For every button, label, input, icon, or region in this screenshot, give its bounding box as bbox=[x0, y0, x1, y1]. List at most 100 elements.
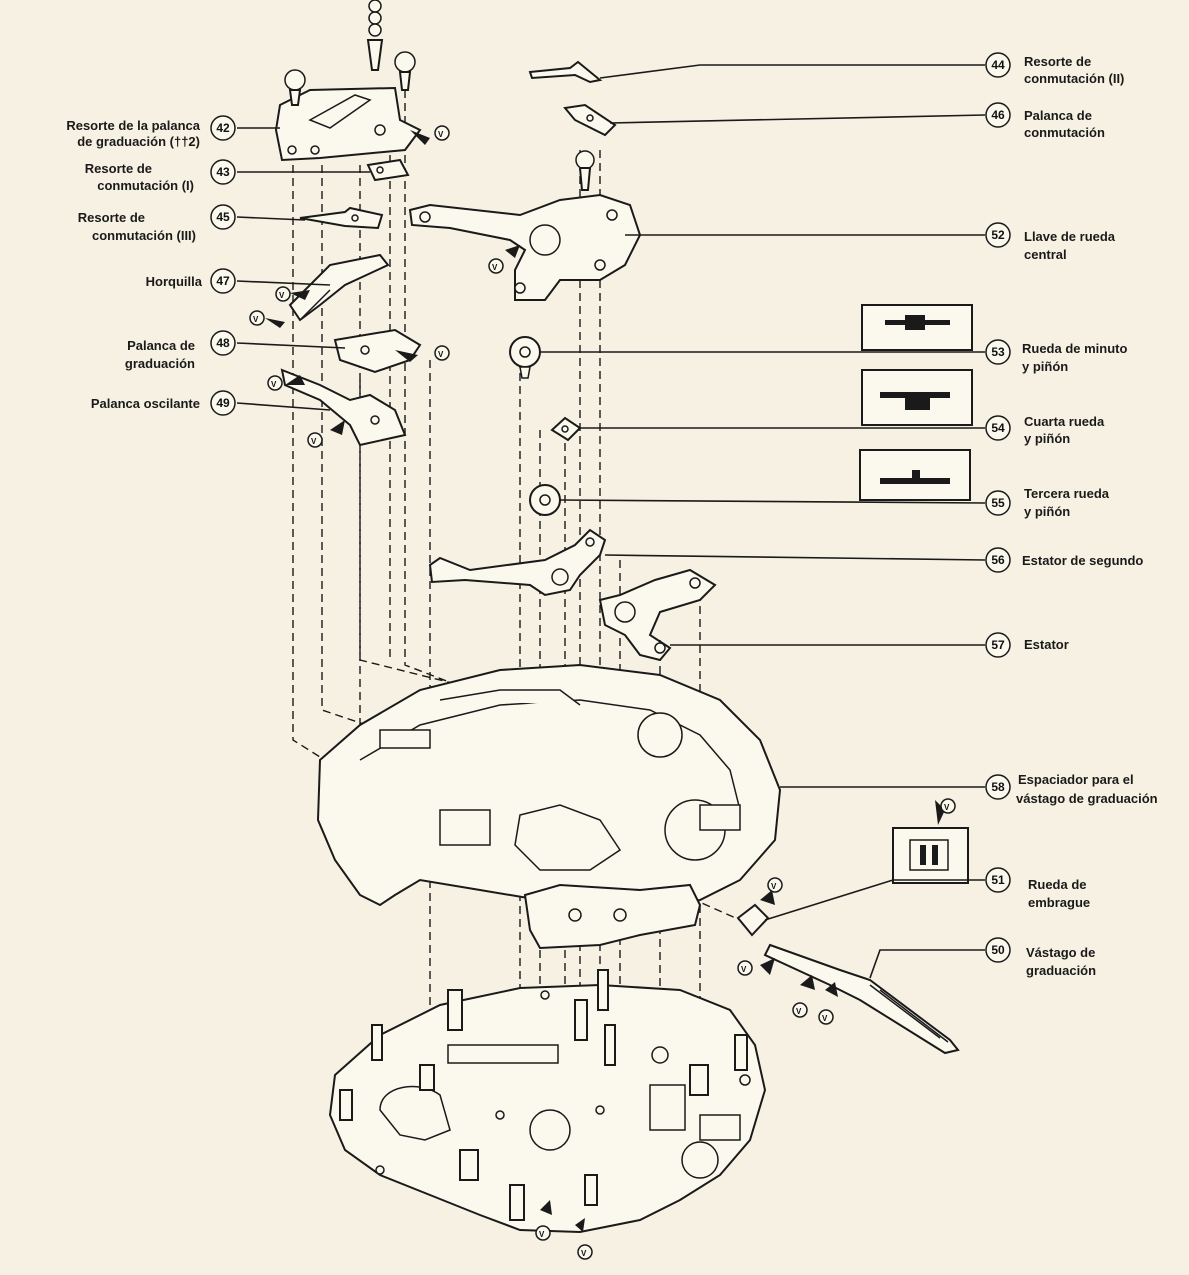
svg-text:V: V bbox=[944, 803, 950, 812]
svg-text:Resorte de: Resorte de bbox=[1024, 54, 1091, 69]
svg-text:54: 54 bbox=[991, 421, 1005, 435]
oscillating-lever-part bbox=[280, 368, 407, 447]
svg-text:56: 56 bbox=[991, 553, 1005, 567]
svg-text:55: 55 bbox=[991, 496, 1005, 510]
svg-text:V: V bbox=[253, 315, 259, 324]
oil-marker-icon: V bbox=[818, 982, 838, 1025]
oil-marker-icon: V bbox=[575, 1218, 593, 1260]
callout-51: 51 Rueda de embrague bbox=[985, 867, 1090, 910]
oil-marker-icon: V bbox=[760, 877, 783, 905]
svg-text:Vástago de: Vástago de bbox=[1026, 945, 1095, 960]
callout-48: 48 Palanca de graduación bbox=[125, 330, 236, 371]
svg-text:V: V bbox=[271, 380, 277, 389]
svg-text:y piñón: y piñón bbox=[1022, 359, 1068, 374]
svg-text:V: V bbox=[492, 263, 498, 272]
switch-spring-2-part bbox=[528, 60, 603, 84]
svg-text:V: V bbox=[539, 1230, 545, 1239]
oil-marker-icon: V bbox=[249, 310, 285, 328]
callout-50: 50 Vástago de graduación bbox=[985, 937, 1096, 978]
svg-text:Cuarta rueda: Cuarta rueda bbox=[1024, 414, 1105, 429]
svg-text:Resorte de: Resorte de bbox=[78, 210, 145, 225]
oil-marker-icon: V bbox=[267, 375, 305, 391]
callout-53: 53 Rueda de minuto y piñón bbox=[985, 339, 1128, 374]
svg-text:conmutación: conmutación bbox=[1024, 125, 1105, 140]
oil-marker-icon: V bbox=[395, 345, 450, 362]
callout-55: 55 Tercera rueda y piñón bbox=[985, 486, 1110, 519]
svg-text:graduación: graduación bbox=[1026, 963, 1096, 978]
svg-text:vástago de graduación: vástago de graduación bbox=[1016, 791, 1158, 806]
inset-third-wheel bbox=[859, 449, 971, 501]
svg-text:Llave de rueda: Llave de rueda bbox=[1024, 229, 1116, 244]
setting-stem-part bbox=[763, 943, 960, 1055]
svg-text:50: 50 bbox=[991, 943, 1005, 957]
svg-text:Tercera rueda: Tercera rueda bbox=[1024, 486, 1110, 501]
svg-text:Horquilla: Horquilla bbox=[146, 274, 203, 289]
setting-lever-part bbox=[333, 328, 422, 374]
inset-fourth-wheel bbox=[861, 369, 973, 426]
svg-text:Estator: Estator bbox=[1024, 637, 1069, 652]
svg-text:V: V bbox=[771, 882, 777, 891]
switch-spring-3-part bbox=[299, 206, 384, 230]
callout-47: 47 Horquilla bbox=[146, 268, 236, 294]
callout-56: 56 Estator de segundo bbox=[985, 547, 1143, 573]
oil-markers: V V V V V V V V V V V V V V bbox=[249, 125, 956, 1260]
clutch-wheel-part bbox=[736, 903, 770, 937]
callout-58: 58 Espaciador para el vástago de graduac… bbox=[985, 772, 1158, 806]
svg-text:embrague: embrague bbox=[1028, 895, 1090, 910]
switch-lever-part bbox=[563, 103, 617, 137]
svg-text:graduación: graduación bbox=[125, 356, 195, 371]
svg-text:central: central bbox=[1024, 247, 1067, 262]
inset-minute-wheel bbox=[861, 304, 973, 351]
oil-marker-icon: V bbox=[737, 958, 775, 976]
svg-text:57: 57 bbox=[991, 638, 1005, 652]
svg-text:49: 49 bbox=[216, 396, 230, 410]
svg-text:y piñón: y piñón bbox=[1024, 431, 1070, 446]
svg-text:V: V bbox=[438, 350, 444, 359]
svg-text:43: 43 bbox=[216, 165, 230, 179]
svg-text:Rueda de minuto: Rueda de minuto bbox=[1022, 341, 1128, 356]
callout-43: 43 Resorte de conmutación (I) bbox=[85, 159, 236, 193]
svg-text:Espaciador para el: Espaciador para el bbox=[1018, 772, 1134, 787]
third-wheel-part bbox=[529, 484, 561, 516]
center-wheel-bridge-part bbox=[408, 150, 642, 301]
svg-text:52: 52 bbox=[991, 228, 1005, 242]
svg-text:conmutación (III): conmutación (III) bbox=[92, 228, 196, 243]
callout-52: 52 Llave de rueda central bbox=[985, 222, 1116, 262]
svg-text:V: V bbox=[796, 1007, 802, 1016]
minute-wheel-part bbox=[509, 336, 541, 379]
svg-text:V: V bbox=[741, 965, 747, 974]
callout-57: 57 Estator bbox=[985, 632, 1069, 658]
callout-45: 45 Resorte de conmutación (III) bbox=[78, 204, 236, 243]
svg-text:conmutación (I): conmutación (I) bbox=[97, 178, 194, 193]
oil-marker-icon: V bbox=[410, 125, 450, 145]
svg-text:Estator de segundo: Estator de segundo bbox=[1022, 553, 1143, 568]
yoke-part bbox=[288, 253, 390, 322]
svg-text:46: 46 bbox=[991, 108, 1005, 122]
main-plate-part bbox=[328, 969, 767, 1234]
callout-49: 49 Palanca oscilante bbox=[91, 390, 236, 416]
stator-part bbox=[598, 568, 717, 662]
oil-marker-icon: V bbox=[488, 245, 520, 274]
main-spacer-part bbox=[316, 663, 782, 914]
svg-text:47: 47 bbox=[216, 274, 230, 288]
svg-text:42: 42 bbox=[216, 121, 230, 135]
callout-44: 44 Resorte de conmutación (II) bbox=[985, 52, 1124, 86]
callout-42: 42 Resorte de la palanca de graduación (… bbox=[66, 115, 236, 149]
clutch-wheel-inset bbox=[892, 827, 969, 884]
leader-lines bbox=[236, 64, 986, 979]
svg-text:y piñón: y piñón bbox=[1024, 504, 1070, 519]
train-bridge-part bbox=[523, 883, 702, 950]
switch-spring-1-part bbox=[366, 158, 410, 182]
svg-text:Palanca de: Palanca de bbox=[1024, 108, 1092, 123]
svg-text:45: 45 bbox=[216, 210, 230, 224]
svg-text:conmutación (II): conmutación (II) bbox=[1024, 71, 1124, 86]
callout-54: 54 Cuarta rueda y piñón bbox=[985, 414, 1105, 446]
setting-lever-spring-part bbox=[274, 51, 422, 162]
oil-marker-icon: V bbox=[535, 1200, 552, 1241]
oil-marker-icon: V bbox=[935, 798, 956, 825]
svg-text:58: 58 bbox=[991, 780, 1005, 794]
svg-text:Resorte de: Resorte de bbox=[85, 161, 152, 176]
svg-text:V: V bbox=[279, 291, 285, 300]
svg-text:V: V bbox=[822, 1014, 828, 1023]
